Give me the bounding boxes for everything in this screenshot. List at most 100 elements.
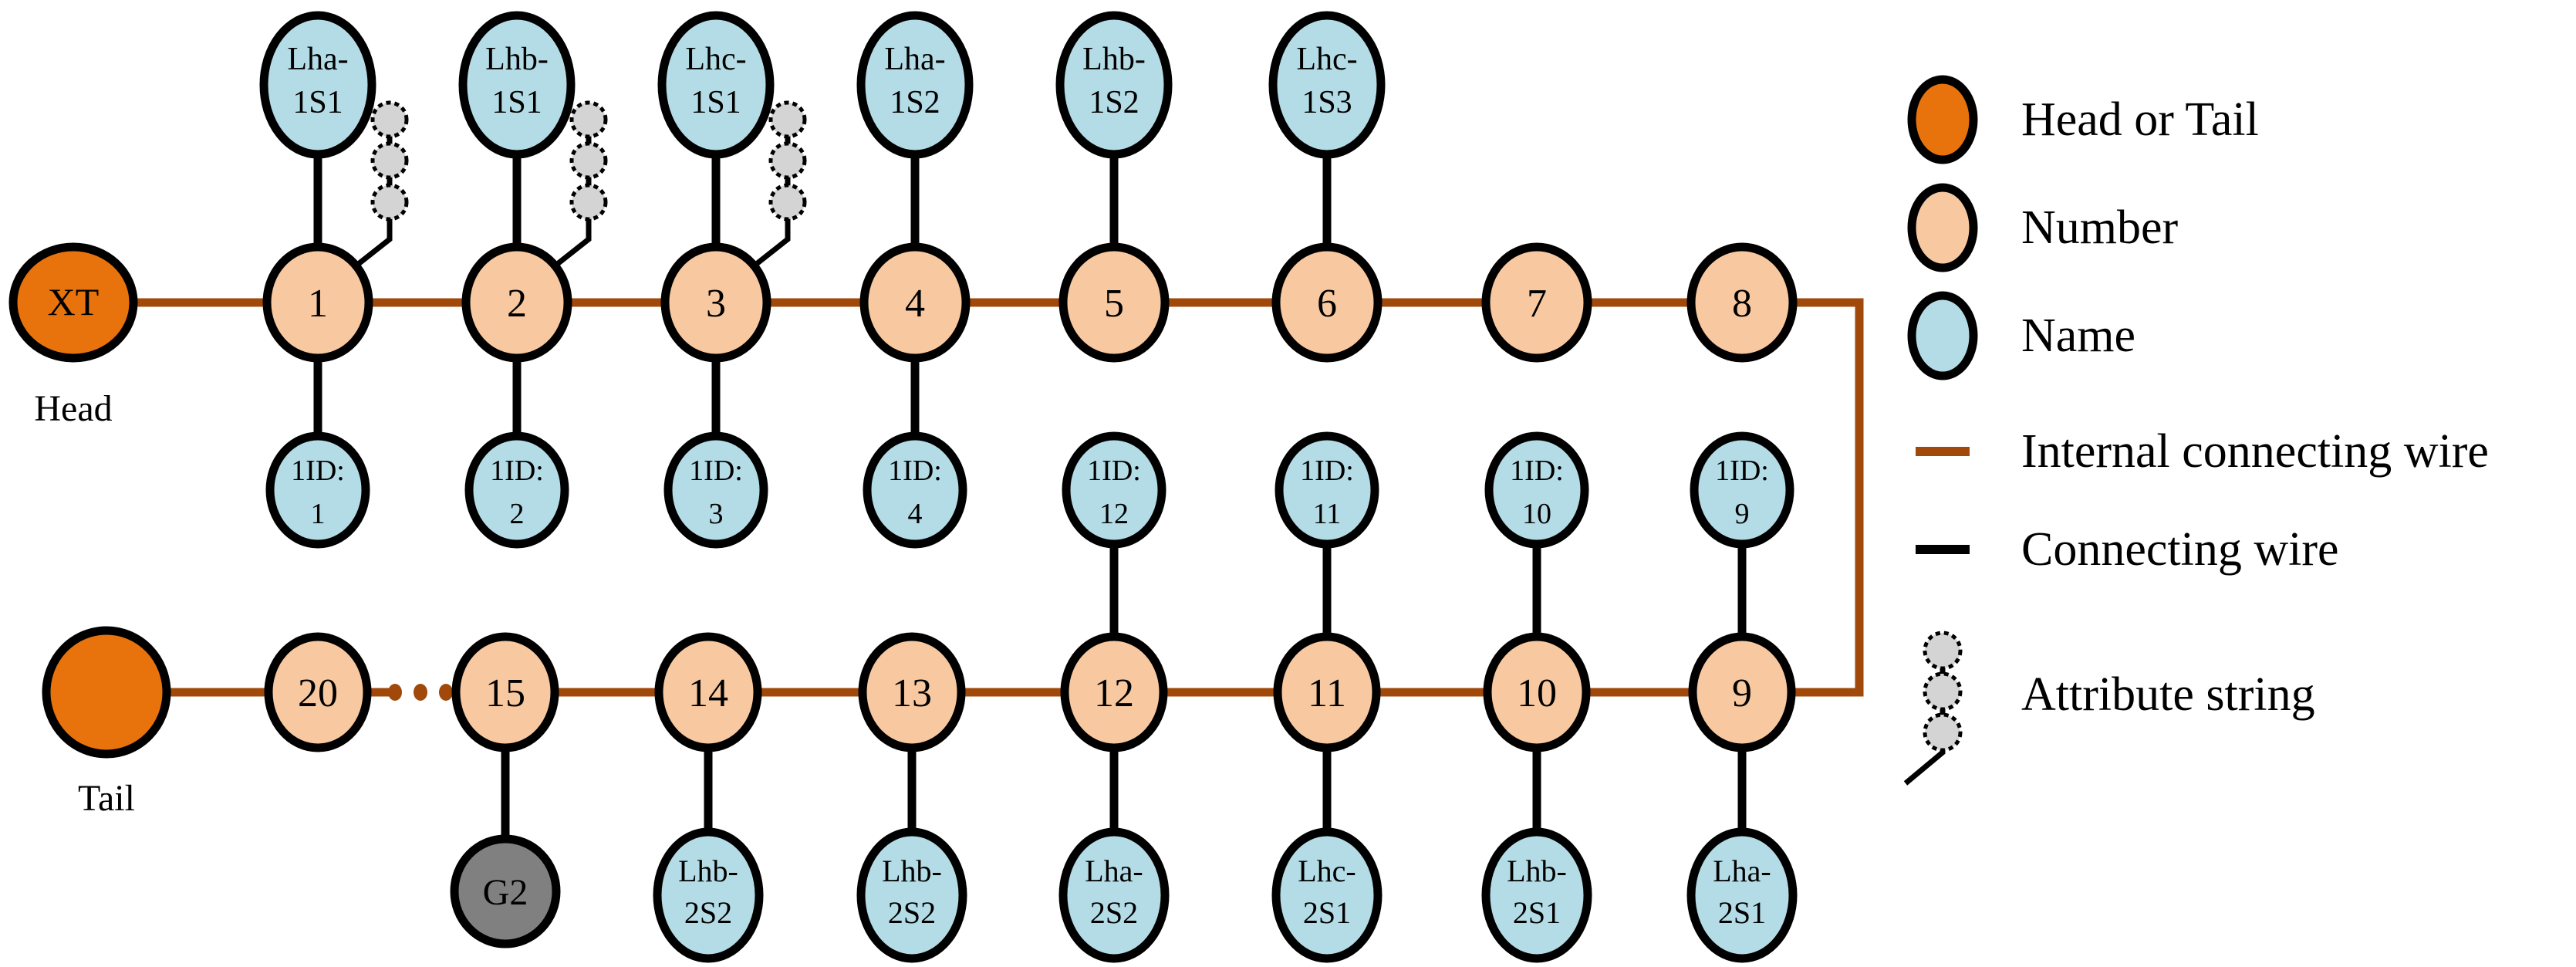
gene-ellipse[interactable]	[450, 834, 561, 948]
legend-item-head-or-tail[interactable]: Head or Tail	[1907, 75, 2259, 164]
number-node-4[interactable]: 4	[859, 242, 971, 363]
number-node-9[interactable]: 9	[1688, 632, 1796, 752]
id-ellipse[interactable]	[1274, 431, 1379, 549]
name-ellipse[interactable]	[1686, 827, 1798, 963]
legend-item-connecting-wire[interactable]: Connecting wire	[1916, 523, 2339, 576]
internal-wire-wraparound	[1747, 298, 1864, 697]
connecting-wires	[313, 93, 1747, 841]
number-ellipse[interactable]	[660, 242, 771, 363]
name-ellipse[interactable]	[458, 11, 576, 159]
name-node-lha-2s1[interactable]: Lha- 2S1	[1686, 827, 1798, 963]
id-ellipse[interactable]	[663, 431, 768, 549]
name-nodes-above: Lha- 1S1 Lhb- 1S1 Lhc- 1S1 Lha- 1S2 Lhb-	[259, 11, 1386, 159]
name-node-lhb-2s2-b[interactable]: Lhb- 2S2	[856, 827, 967, 963]
id-node-4[interactable]: 1ID: 4	[863, 431, 967, 549]
number-label: 15	[485, 671, 525, 715]
name-ellipse[interactable]	[653, 827, 764, 963]
name-ellipse[interactable]	[856, 11, 974, 159]
id-ellipse[interactable]	[1484, 431, 1589, 549]
legend-item-name[interactable]: Name	[1907, 291, 2135, 380]
number-node-2[interactable]: 2	[461, 242, 572, 363]
id-ellipse[interactable]	[1690, 431, 1794, 549]
number-node-5[interactable]: 5	[1058, 242, 1170, 363]
id-ellipse[interactable]	[863, 431, 967, 549]
name-node-lhc-1s1[interactable]: Lhc- 1S1	[657, 11, 775, 159]
id-node-9[interactable]: 1ID: 9	[1690, 431, 1794, 549]
number-node-15[interactable]: 15	[451, 632, 559, 752]
name-node-lhb-1s1[interactable]: Lhb- 1S1	[458, 11, 576, 159]
number-label: 12	[1094, 671, 1134, 715]
number-ellipse[interactable]	[1686, 242, 1798, 363]
name-node-lhc-2s1[interactable]: Lhc- 2S1	[1271, 827, 1383, 963]
name-line1: Lhc-	[685, 42, 746, 77]
name-line2: 1S3	[1302, 85, 1352, 120]
legend-item-attribute-string[interactable]: Attribute string	[1903, 631, 2315, 786]
name-node-lha-2s2[interactable]: Lha- 2S2	[1058, 827, 1170, 963]
number-ellipse[interactable]	[1483, 632, 1591, 752]
number-ellipse[interactable]	[264, 632, 372, 752]
tail-node[interactable]: Tail	[42, 626, 171, 819]
id-ellipse[interactable]	[265, 431, 370, 549]
name-ellipse[interactable]	[1271, 827, 1383, 963]
id-node-3[interactable]: 1ID: 3	[663, 431, 768, 549]
number-node-3[interactable]: 3	[660, 242, 771, 363]
name-node-lhc-1s3[interactable]: Lhc- 1S3	[1268, 11, 1386, 159]
number-ellipse[interactable]	[1060, 632, 1168, 752]
number-ellipse[interactable]	[1058, 242, 1170, 363]
number-node-13[interactable]: 13	[858, 632, 966, 752]
name-node-lha-1s1[interactable]: Lha- 1S1	[259, 11, 376, 159]
head-node[interactable]: XT Head	[8, 242, 138, 429]
id-node-12[interactable]: 1ID: 12	[1062, 431, 1166, 549]
id-node-2[interactable]: 1ID: 2	[464, 431, 569, 549]
name-node-lhb-2s2-a[interactable]: Lhb- 2S2	[653, 827, 764, 963]
number-ellipse[interactable]	[461, 242, 572, 363]
gene-node-g2[interactable]: G2	[450, 834, 561, 948]
name-node-lha-1s2[interactable]: Lha- 1S2	[856, 11, 974, 159]
id-line1: 1ID:	[490, 455, 544, 487]
number-node-6[interactable]: 6	[1271, 242, 1383, 363]
id-node-10[interactable]: 1ID: 10	[1484, 431, 1589, 549]
name-ellipse[interactable]	[1058, 827, 1170, 963]
name-ellipse[interactable]	[1268, 11, 1386, 159]
number-node-8[interactable]: 8	[1686, 242, 1798, 363]
number-ellipse[interactable]	[1271, 242, 1383, 363]
id-ellipse[interactable]	[464, 431, 569, 549]
name-ellipse[interactable]	[1481, 827, 1592, 963]
number-ellipse[interactable]	[262, 242, 373, 363]
tail-ellipse[interactable]	[42, 626, 171, 759]
number-node-1[interactable]: 1	[262, 242, 373, 363]
number-node-12[interactable]: 12	[1060, 632, 1168, 752]
id-node-11[interactable]: 1ID: 11	[1274, 431, 1379, 549]
number-ellipse[interactable]	[859, 242, 971, 363]
legend-item-number[interactable]: Number	[1907, 183, 2179, 272]
legend-item-internal-wire[interactable]: Internal connecting wire	[1916, 425, 2489, 478]
number-node-11[interactable]: 11	[1273, 632, 1381, 752]
number-ellipse[interactable]	[451, 632, 559, 752]
number-ellipse[interactable]	[1273, 632, 1381, 752]
legend-attribute-bead	[1923, 631, 1963, 671]
number-node-20[interactable]: 20	[264, 632, 372, 752]
name-ellipse[interactable]	[856, 827, 967, 963]
id-node-1[interactable]: 1ID: 1	[265, 431, 370, 549]
number-ellipse[interactable]	[858, 632, 966, 752]
id-line1: 1ID:	[1510, 455, 1564, 487]
name-node-lhb-1s2[interactable]: Lhb- 1S2	[1055, 11, 1173, 159]
name-ellipse[interactable]	[657, 11, 775, 159]
number-ellipse[interactable]	[654, 632, 762, 752]
number-label: 2	[507, 282, 527, 326]
name-ellipse[interactable]	[1055, 11, 1173, 159]
head-ellipse[interactable]	[8, 242, 138, 363]
gene-label: G2	[483, 872, 528, 913]
name-node-lhb-2s1[interactable]: Lhb- 2S1	[1481, 827, 1592, 963]
id-line2: 3	[709, 498, 724, 530]
attribute-bead	[768, 100, 807, 139]
number-node-10[interactable]: 10	[1483, 632, 1591, 752]
number-nodes-top-row: 1 2 3 4 5 6 7	[262, 242, 1798, 363]
id-ellipse[interactable]	[1062, 431, 1166, 549]
number-node-7[interactable]: 7	[1481, 242, 1592, 363]
name-ellipse[interactable]	[259, 11, 376, 159]
id-line1: 1ID:	[1715, 455, 1769, 487]
number-node-14[interactable]: 14	[654, 632, 762, 752]
number-ellipse[interactable]	[1688, 632, 1796, 752]
number-ellipse[interactable]	[1481, 242, 1592, 363]
